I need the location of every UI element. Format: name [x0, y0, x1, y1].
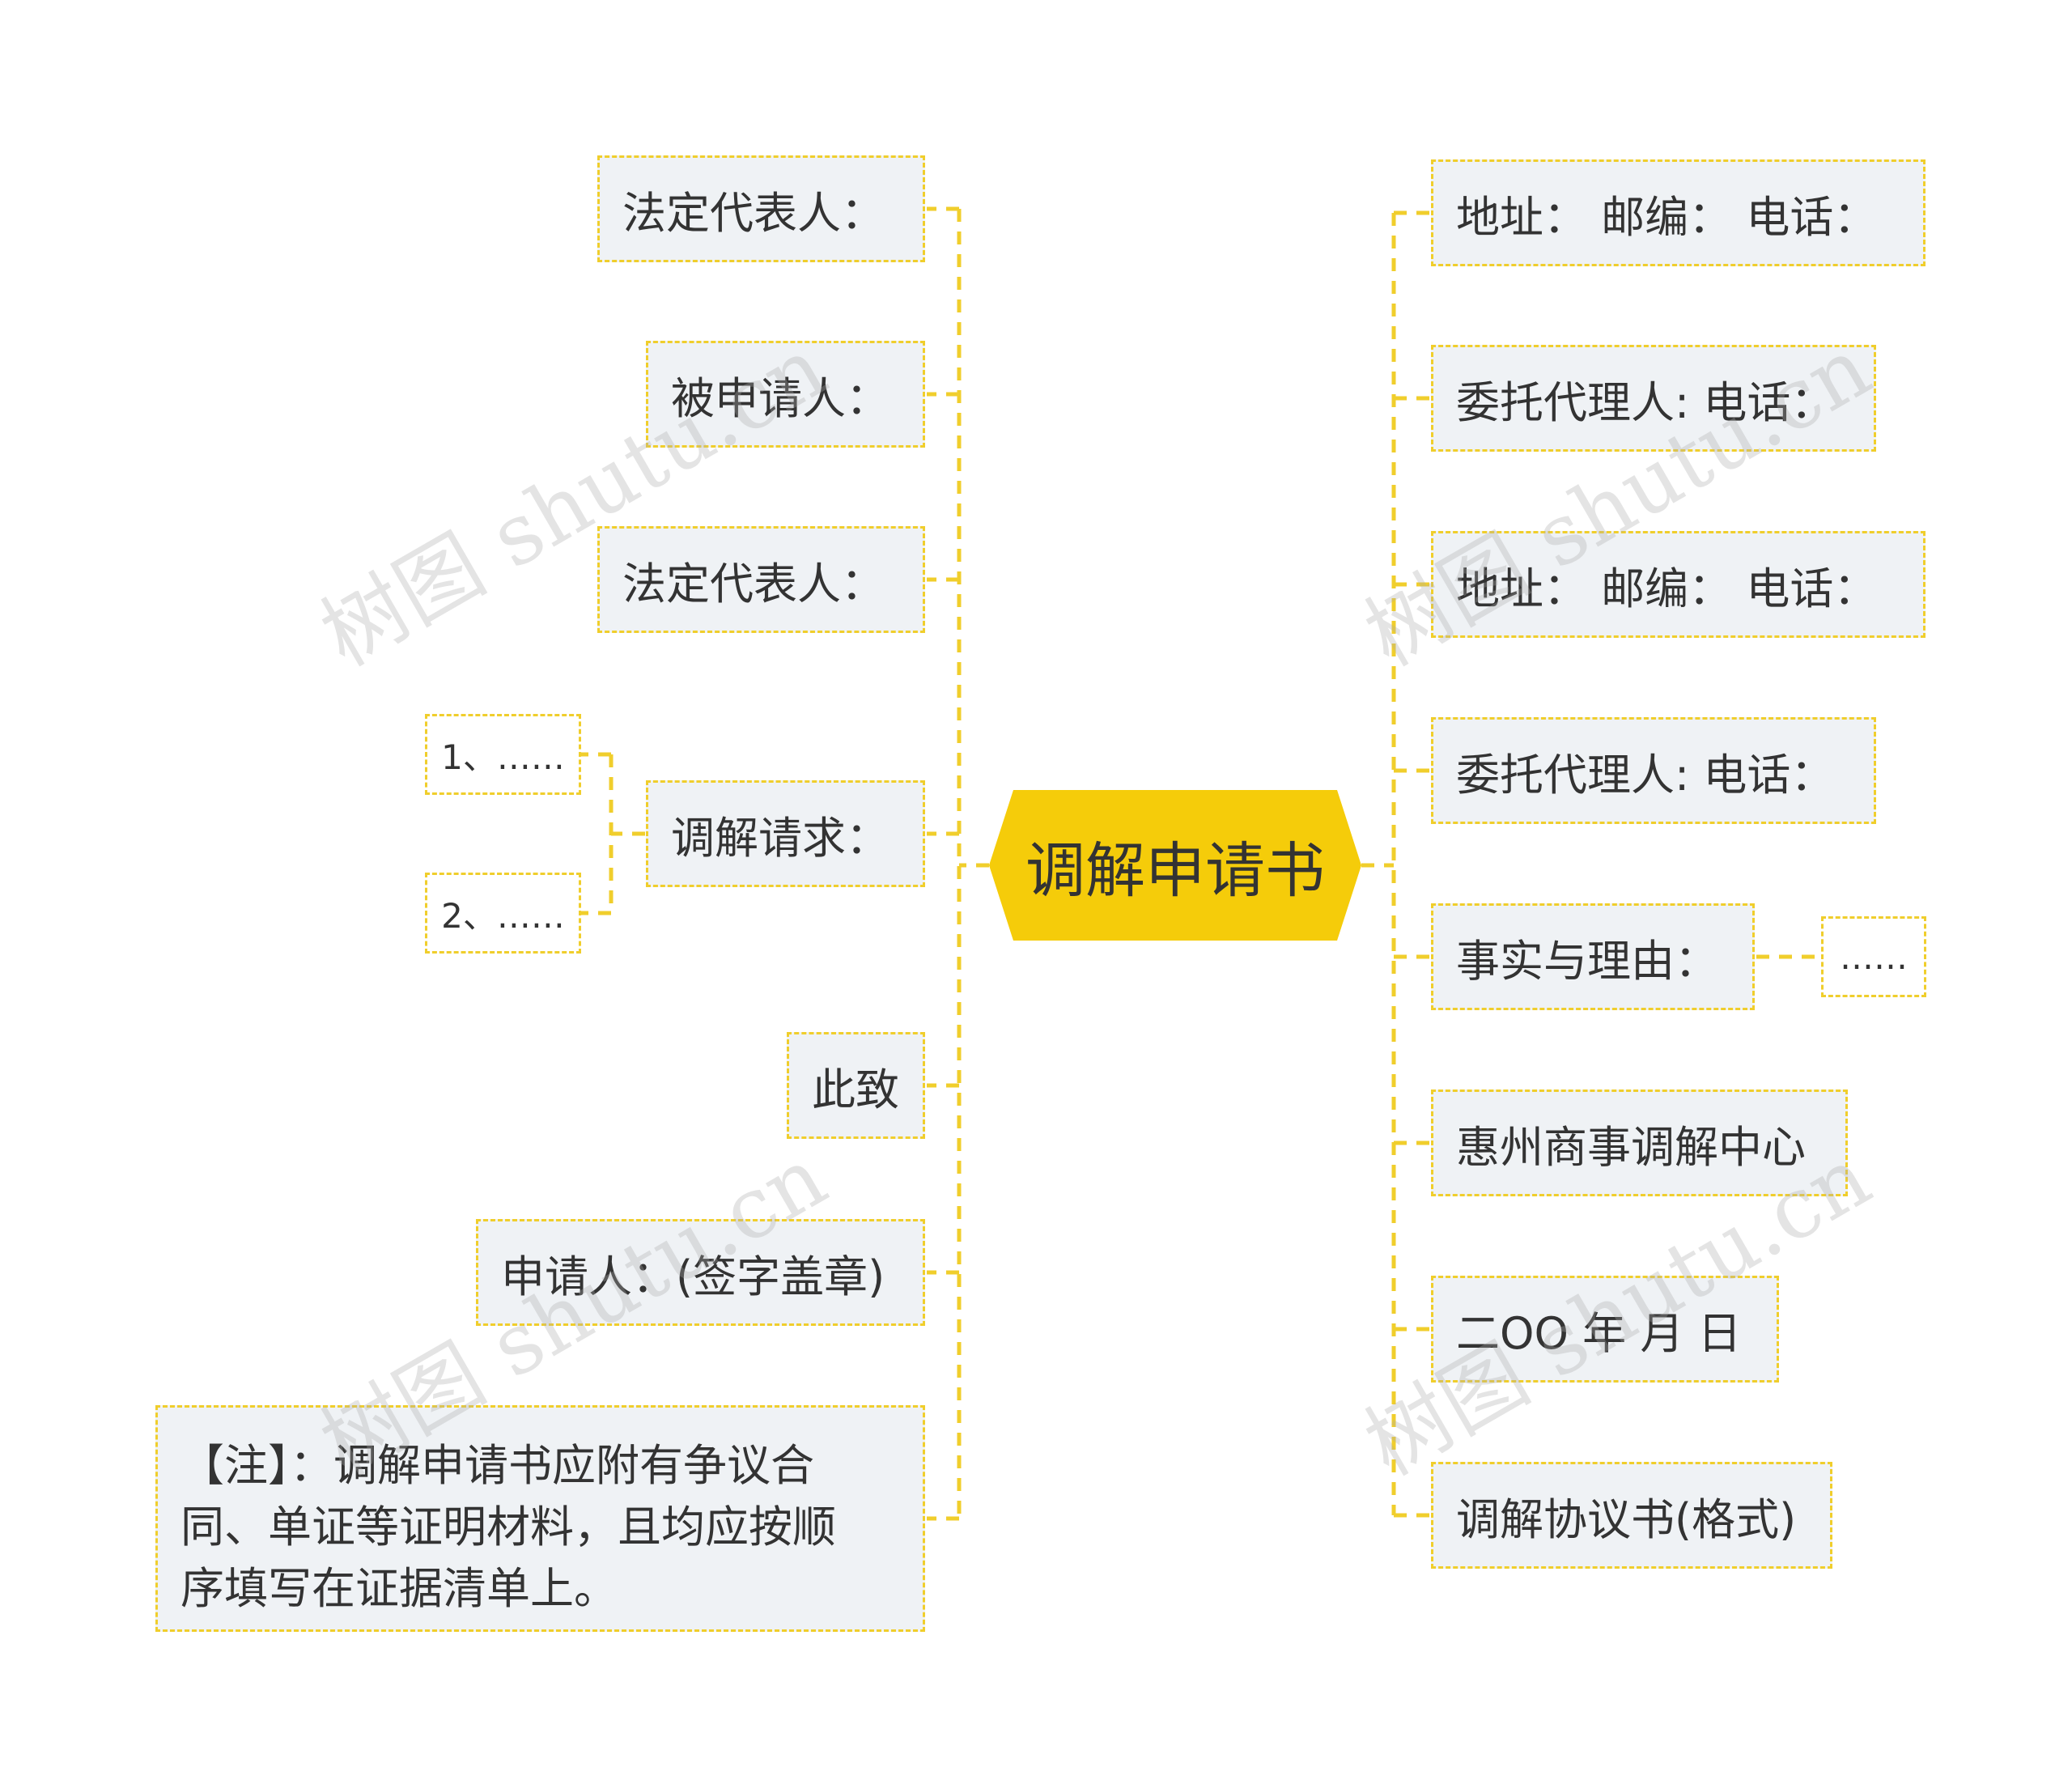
node-label: 委托代理人: 电话：: [1456, 376, 1835, 428]
node-label: 法定代表人：: [622, 558, 885, 610]
node-left-request-item-1[interactable]: 1、……: [425, 714, 581, 795]
node-label: 委托代理人: 电话：: [1456, 749, 1835, 801]
node-right-address-2[interactable]: 地址： 邮编： 电话：: [1431, 531, 1926, 638]
node-left-closing[interactable]: 此致: [787, 1032, 925, 1139]
node-left-legal-rep-1[interactable]: 法定代表人：: [597, 155, 925, 262]
node-label: 被申请人：: [671, 372, 890, 424]
node-right-agreement-format[interactable]: 调解协议书(格式): [1431, 1462, 1832, 1569]
node-left-note[interactable]: 【注】：调解申请书应附有争议合 同、单证等证明材料，且均应按顺 序填写在证据清单…: [155, 1405, 925, 1632]
root-hexagon-shape: [989, 790, 1361, 941]
note-text: 【注】：调解申请书应附有争议合 同、单证等证明材料，且均应按顺 序填写在证据清单…: [180, 1435, 836, 1620]
node-label: 2、……: [441, 895, 565, 936]
node-right-date[interactable]: 二OO 年 月 日: [1431, 1276, 1779, 1383]
note-line-2: 同、单证等证明材料，且均应按顺: [180, 1502, 836, 1553]
node-label: 惠州商事调解中心: [1456, 1121, 1806, 1173]
node-left-applicant-signature[interactable]: 申请人：(签字盖章): [476, 1219, 925, 1326]
node-right-facts-detail[interactable]: ……: [1821, 916, 1926, 997]
node-left-legal-rep-2[interactable]: 法定代表人：: [597, 526, 925, 633]
node-right-agent-1[interactable]: 委托代理人: 电话：: [1431, 345, 1876, 452]
node-label: 调解请求：: [671, 812, 890, 864]
node-right-agent-2[interactable]: 委托代理人: 电话：: [1431, 717, 1876, 824]
node-right-facts-reasons[interactable]: 事实与理由：: [1431, 903, 1755, 1010]
node-label: 地址： 邮编： 电话：: [1456, 191, 1878, 243]
node-label: 地址： 邮编： 电话：: [1456, 563, 1878, 614]
node-label: 调解协议书(格式): [1456, 1493, 1797, 1545]
node-label: ……: [1840, 937, 1908, 977]
node-right-mediation-center[interactable]: 惠州商事调解中心: [1431, 1090, 1848, 1196]
node-label: 1、……: [441, 737, 565, 777]
root-node[interactable]: 调解申请书: [989, 790, 1361, 941]
node-label: 法定代表人：: [622, 187, 885, 239]
root-node-label: 调解申请书: [1025, 835, 1325, 906]
node-left-mediation-request[interactable]: 调解请求：: [646, 780, 925, 887]
node-label: 事实与理由：: [1456, 935, 1718, 987]
node-right-address-1[interactable]: 地址： 邮编： 电话：: [1431, 159, 1926, 266]
note-line-3: 序填写在证据清单上。: [180, 1563, 618, 1614]
node-left-respondent[interactable]: 被申请人：: [646, 341, 925, 448]
node-label: 申请人：(签字盖章): [501, 1251, 885, 1302]
note-line-1: 【注】：调解申请书应附有争议合: [180, 1440, 814, 1491]
node-label: 此致: [812, 1064, 899, 1115]
node-left-request-item-2[interactable]: 2、……: [425, 873, 581, 954]
node-label: 二OO 年 月 日: [1456, 1307, 1742, 1359]
